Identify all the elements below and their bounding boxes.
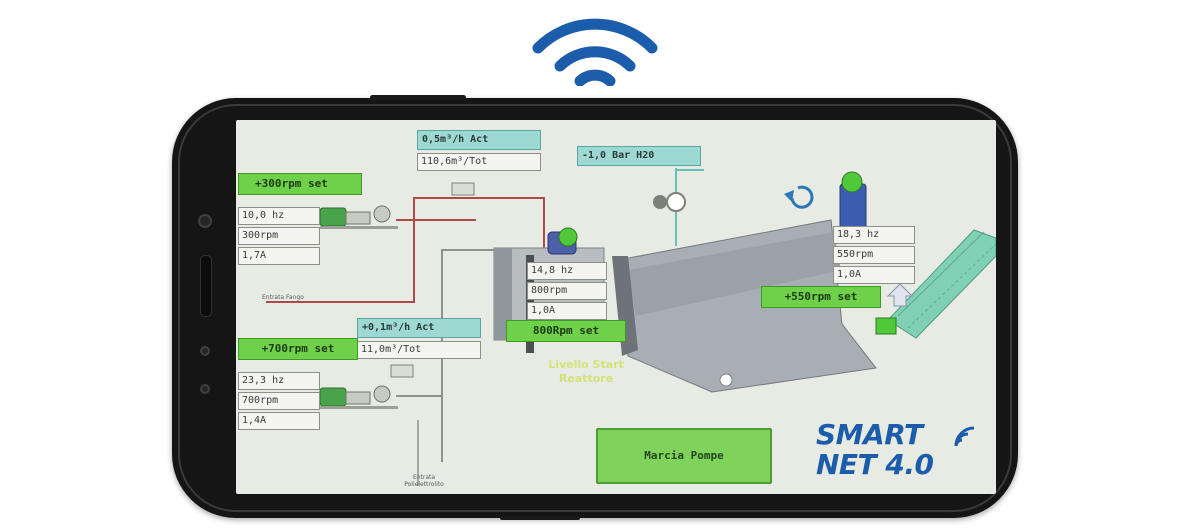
pump1-frequency: 10,0 hz: [238, 207, 320, 225]
reactor-frequency: 14,8 hz: [527, 262, 607, 280]
pump2-frequency: 23,3 hz: [238, 372, 320, 390]
volume-button: [500, 516, 580, 520]
flow1-total: 110,6m³/Tot: [417, 153, 541, 171]
speaker-grille: [200, 255, 212, 317]
pump2-current: 1,4A: [238, 412, 320, 430]
flow2-actual: +0,1m³/h Act: [357, 318, 481, 338]
pump2-rpm: 700rpm: [238, 392, 320, 410]
polymer-inlet-label: Entrata Polielettrolito: [404, 474, 444, 488]
start-pumps-button[interactable]: Marcia Pompe: [596, 428, 772, 484]
screw-current: 1,0A: [833, 266, 915, 284]
rotation-arrow-icon: [784, 185, 814, 209]
screw-frequency: 18,3 hz: [833, 226, 915, 244]
logo-line2: NET 4.0: [816, 448, 934, 481]
reactor-speed-setpoint[interactable]: 800Rpm set: [506, 320, 626, 342]
pump1-rpm: 300rpm: [238, 227, 320, 245]
screw-rpm: 550rpm: [833, 246, 915, 264]
screw-speed-setpoint[interactable]: +550rpm set: [761, 286, 881, 308]
smartphone-rim: [178, 104, 1012, 512]
power-button: [370, 95, 466, 100]
water-pressure: -1,0 Bar H20: [577, 146, 701, 166]
sensor-dot: [200, 384, 210, 394]
reactor-start-level-label: Livello Start Reattore: [548, 358, 624, 385]
sensor-dot: [200, 346, 210, 356]
reactor-rpm: 800rpm: [527, 282, 607, 300]
sludge-inlet-label: Entrata Fango: [262, 294, 304, 301]
hmi-screen: +300rpm set 10,0 hz 300rpm 1,7A Entrata …: [236, 120, 996, 494]
front-camera: [198, 214, 212, 228]
pump1-speed-setpoint[interactable]: +300rpm set: [238, 173, 362, 195]
wifi-icon: [532, 18, 658, 86]
pump1-current: 1,7A: [238, 247, 320, 265]
signal-waves-icon: [954, 426, 975, 447]
logo-line1: SMART: [816, 418, 923, 451]
reactor-current: 1,0A: [527, 302, 607, 320]
flow2-total: 11,0m³/Tot: [357, 341, 481, 359]
flow1-actual: 0,5m³/h Act: [417, 130, 541, 150]
pump2-speed-setpoint[interactable]: +700rpm set: [238, 338, 358, 360]
smartnet-logo: SMART NET 4.0: [812, 420, 992, 486]
